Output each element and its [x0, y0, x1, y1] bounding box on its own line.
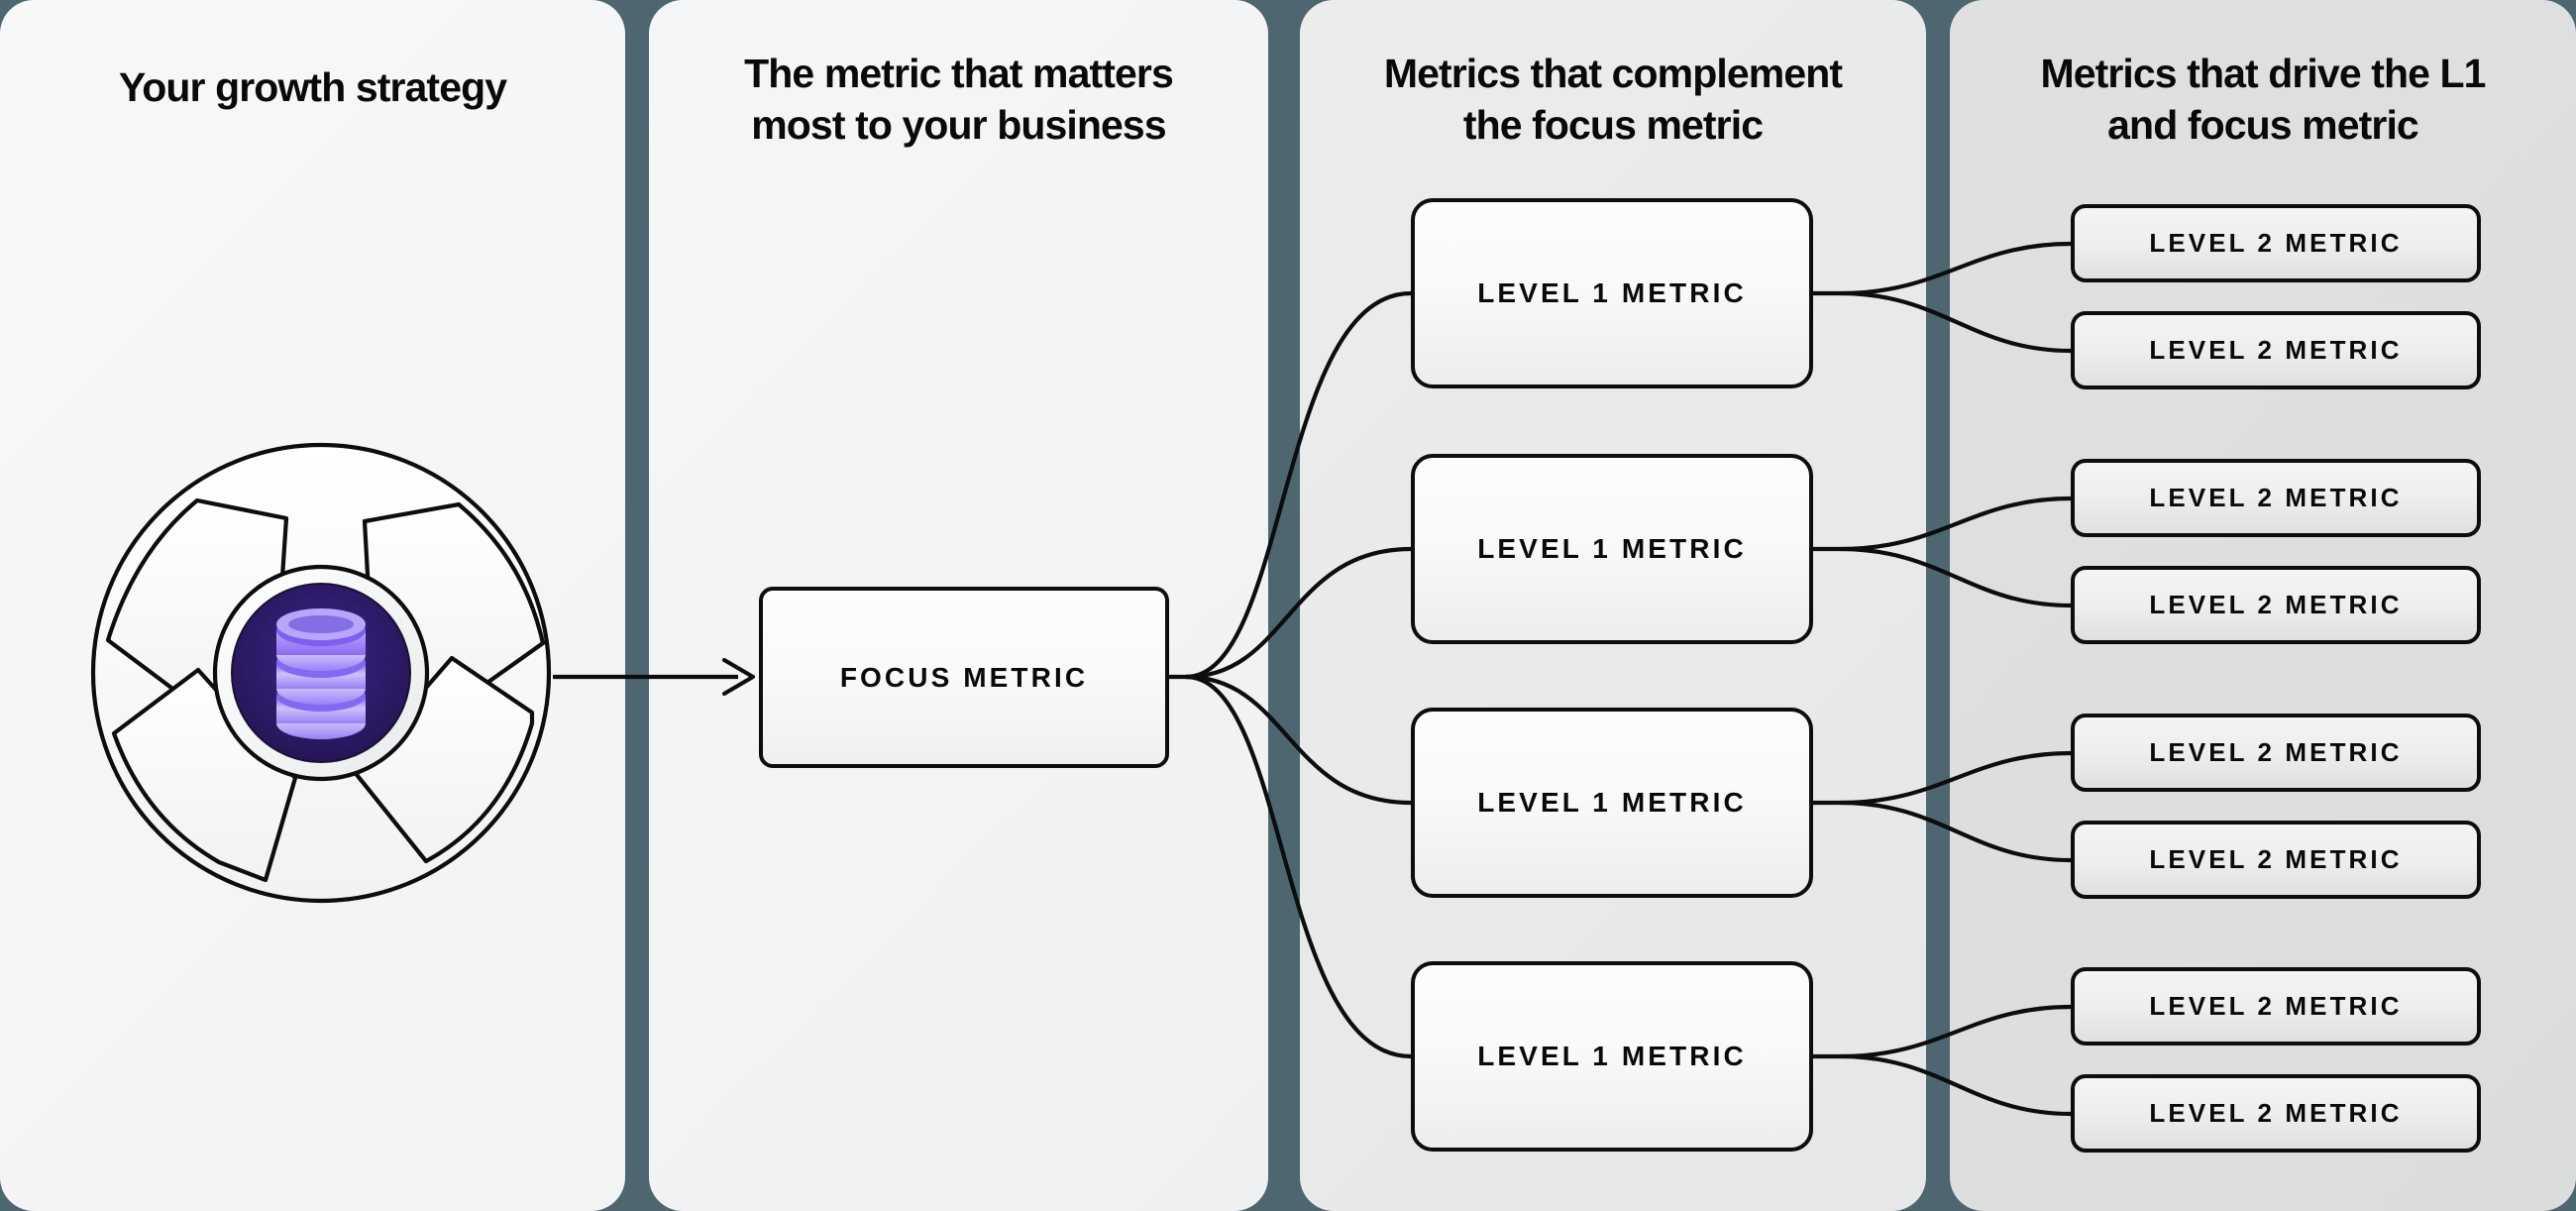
level2-metric-node-2[interactable]: LEVEL 2 METRIC	[2071, 311, 2481, 389]
level1-metric-node-3[interactable]: LEVEL 1 METRIC	[1411, 708, 1813, 898]
level2-metric-label: LEVEL 2 METRIC	[2149, 228, 2403, 258]
level1-metric-label: LEVEL 1 METRIC	[1477, 533, 1747, 564]
aperture-logo-svg	[90, 442, 552, 904]
level1-metric-label: LEVEL 1 METRIC	[1477, 277, 1747, 308]
level2-metric-label: LEVEL 2 METRIC	[2149, 1098, 2403, 1128]
column-title-strategy: Your growth strategy	[118, 64, 507, 110]
column-title-level2: Metrics that drive the L1 and focus metr…	[2040, 51, 2486, 149]
level1-metric-node-2[interactable]: LEVEL 1 METRIC	[1411, 454, 1813, 644]
level1-metric-label: LEVEL 1 METRIC	[1477, 1041, 1747, 1071]
column-title-focus: The metric that matters most to your bus…	[744, 51, 1174, 149]
level1-metric-node-1[interactable]: LEVEL 1 METRIC	[1411, 198, 1813, 388]
level2-metric-label: LEVEL 2 METRIC	[2149, 737, 2403, 767]
level1-metric-node-4[interactable]: LEVEL 1 METRIC	[1411, 961, 1813, 1152]
level2-metric-label: LEVEL 2 METRIC	[2149, 844, 2403, 874]
focus-metric-node[interactable]: FOCUS METRIC	[759, 587, 1169, 768]
level2-metric-label: LEVEL 2 METRIC	[2149, 335, 2403, 365]
column-title-level1: Metrics that complement the focus metric	[1383, 51, 1843, 149]
level2-metric-node-3[interactable]: LEVEL 2 METRIC	[2071, 459, 2481, 537]
database-icon	[276, 608, 366, 739]
level1-metric-label: LEVEL 1 METRIC	[1477, 787, 1747, 818]
level2-metric-label: LEVEL 2 METRIC	[2149, 991, 2403, 1021]
level2-metric-node-5[interactable]: LEVEL 2 METRIC	[2071, 714, 2481, 792]
aperture-database-logo	[84, 436, 558, 910]
level2-metric-node-7[interactable]: LEVEL 2 METRIC	[2071, 967, 2481, 1046]
focus-metric-label: FOCUS METRIC	[839, 661, 1089, 693]
level2-metric-node-6[interactable]: LEVEL 2 METRIC	[2071, 821, 2481, 899]
level2-metric-node-4[interactable]: LEVEL 2 METRIC	[2071, 566, 2481, 644]
level2-metric-node-1[interactable]: LEVEL 2 METRIC	[2071, 204, 2481, 282]
level2-metric-label: LEVEL 2 METRIC	[2149, 483, 2403, 512]
level2-metric-node-8[interactable]: LEVEL 2 METRIC	[2071, 1074, 2481, 1153]
level2-metric-label: LEVEL 2 METRIC	[2149, 590, 2403, 619]
